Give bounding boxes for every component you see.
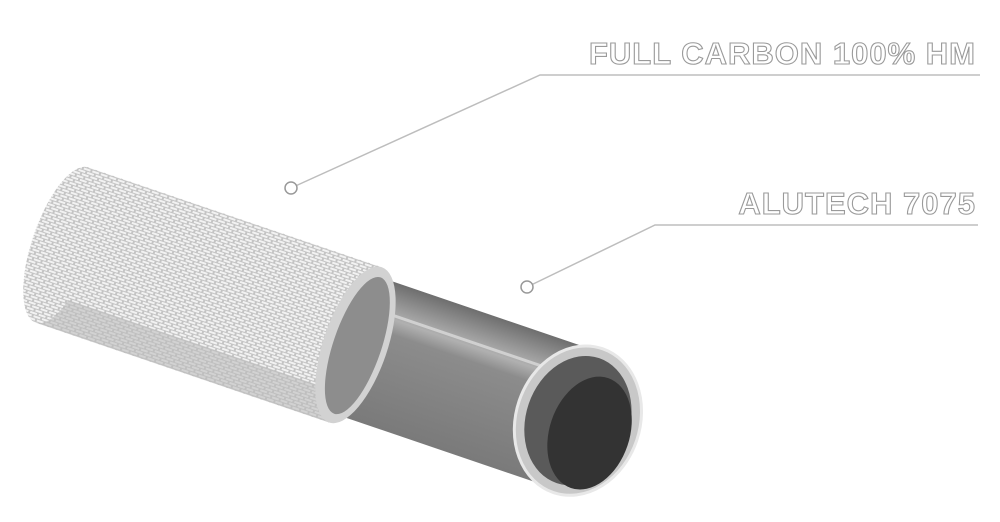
carbon-tube-cap xyxy=(23,166,101,324)
carbon-tube xyxy=(23,166,396,424)
carbon-layer-label: FULL CARBON 100% HM xyxy=(589,36,976,71)
aluminum-leader-line xyxy=(520,224,978,294)
aluminum-layer-label: ALUTECH 7075 xyxy=(738,186,976,221)
carbon-leader-line xyxy=(284,74,980,195)
